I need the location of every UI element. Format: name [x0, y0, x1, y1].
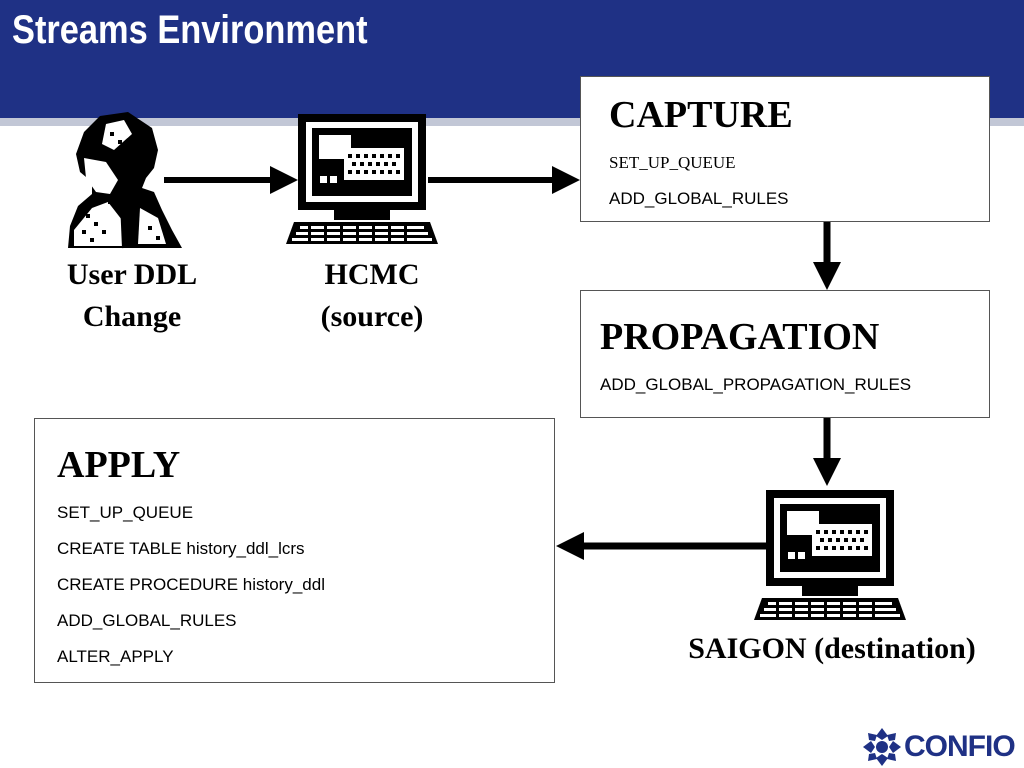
source-label: HCMC (source) — [282, 254, 462, 338]
source-label-line1: HCMC — [324, 258, 420, 291]
apply-item: ADD_GLOBAL_RULES — [57, 611, 237, 630]
slide-title: Streams Environment — [12, 8, 368, 52]
computer-icon — [286, 114, 438, 244]
arrow-icon — [813, 418, 841, 486]
propagation-item: ADD_GLOBAL_PROPAGATION_RULES — [600, 375, 912, 394]
confio-logo-text: CONFIO — [904, 730, 1016, 763]
apply-title: APPLY — [57, 444, 181, 486]
user-icon — [68, 112, 182, 249]
apply-box: APPLY SET_UP_QUEUE CREATE TABLE history_… — [34, 418, 555, 683]
arrow-icon — [428, 166, 580, 194]
user-label: User DDL Change — [42, 254, 222, 338]
destination-label: SAIGON (destination) — [688, 632, 976, 665]
confio-logo-icon — [863, 728, 901, 766]
apply-item: CREATE TABLE history_ddl_lcrs — [57, 539, 305, 558]
computer-icon — [754, 490, 906, 620]
capture-item: ADD_GLOBAL_RULES — [609, 189, 789, 208]
apply-item: ALTER_APPLY — [57, 647, 174, 666]
arrow-icon — [813, 222, 841, 290]
arrow-icon — [556, 532, 770, 560]
apply-item: SET_UP_QUEUE — [57, 503, 194, 522]
capture-box: CAPTURE SET_UP_QUEUE ADD_GLOBAL_RULES — [580, 76, 990, 222]
apply-item: CREATE PROCEDURE history_ddl — [57, 575, 325, 594]
arrow-icon — [164, 166, 298, 194]
capture-item: SET_UP_QUEUE — [609, 153, 736, 172]
propagation-box: PROPAGATION ADD_GLOBAL_PROPAGATION_RULES — [580, 290, 990, 418]
capture-title: CAPTURE — [609, 94, 793, 136]
propagation-title: PROPAGATION — [600, 316, 880, 358]
header-stripe — [0, 118, 1024, 126]
user-label-line2: Change — [82, 300, 182, 333]
user-label-line1: User DDL — [66, 258, 198, 291]
source-label-line2: (source) — [320, 300, 424, 333]
